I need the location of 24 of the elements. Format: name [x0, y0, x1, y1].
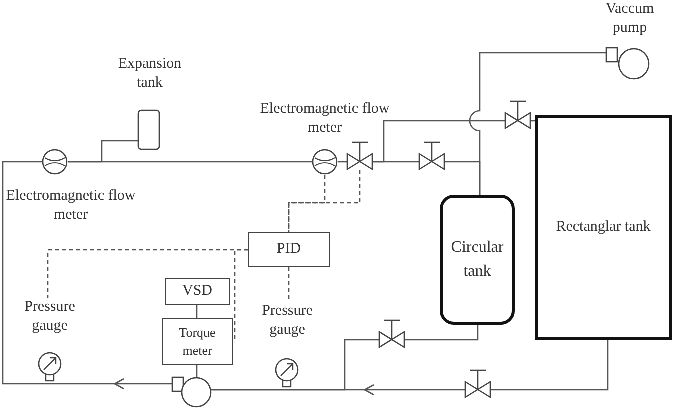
pipe — [2, 161, 172, 390]
circular-tank: Circular tank — [440, 195, 515, 325]
pipe — [68, 161, 312, 163]
component-label: Electromagnetic flow meter — [5, 187, 137, 225]
component-label: Expansion tank — [117, 55, 183, 93]
pipe — [196, 365, 198, 377]
signal-line — [288, 267, 290, 302]
signal-line — [288, 170, 361, 232]
signal-line — [288, 175, 326, 232]
component-label: Pressure gauge — [24, 298, 76, 336]
pipe — [373, 120, 505, 163]
component-label: Vaccum pump — [604, 0, 656, 38]
pipe — [491, 340, 609, 391]
signal-line — [233, 249, 248, 341]
pipe — [405, 325, 479, 341]
pipe — [196, 305, 198, 318]
component-label: Pressure gauge — [261, 302, 314, 340]
torque-meter-box: Torque meter — [162, 318, 233, 365]
drive-box: VSD — [165, 278, 230, 305]
component-label: Electromagnetic flow meter — [259, 100, 391, 138]
pipe — [469, 52, 606, 195]
controller-box: PID — [248, 232, 330, 267]
pipe — [211, 384, 465, 396]
rectangular-tank: Rectanglar tank — [535, 115, 672, 340]
